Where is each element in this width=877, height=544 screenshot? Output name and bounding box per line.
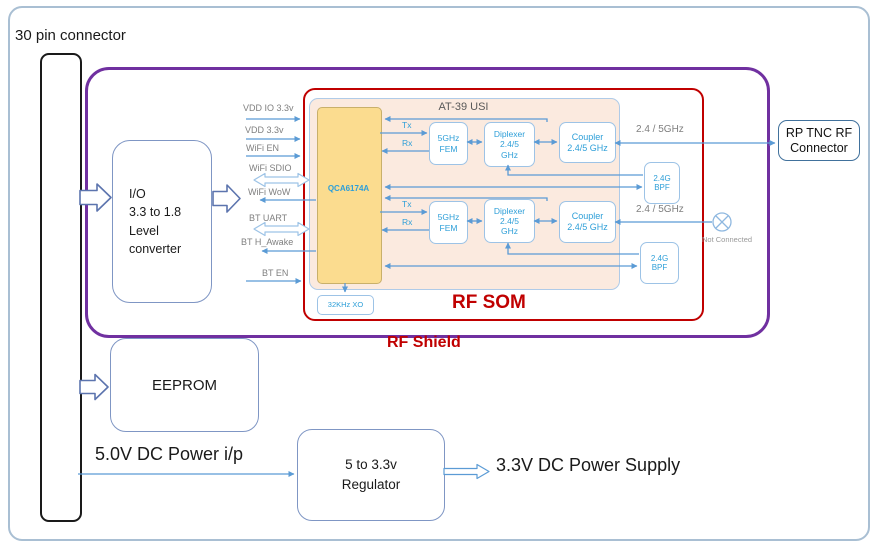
page-border [8,6,870,541]
diplexer-line: 2.4/5 [500,139,519,150]
power-input-label: 5.0V DC Power i/p [95,444,244,464]
diplexer-block-chain1: Diplexer 2.4/5 GHz [484,122,535,167]
coupler-block-chain1: Coupler 2.4/5 GHz [559,122,616,163]
tnc-line: RP TNC RF [785,125,853,140]
rf-shield-label: RF Shield [387,334,461,351]
signal-label-bt-hawake: BT H_Awake [241,237,294,247]
qca6174a-chip [317,107,382,284]
at39-usi-title: AT-39 USI [438,101,489,113]
coupler-line: Coupler [571,211,604,222]
rf-out-label-chain1: 2.4 / 5GHz [636,124,684,135]
converter-line: 3.3 to 1.8 [129,205,182,220]
eeprom-label: EEPROM [151,376,217,394]
signal-label-wifi-sdio: WiFi SDIO [249,163,292,173]
signal-label-wifi-en: WiFi EN [246,143,279,153]
fem-line: FEM [439,143,458,154]
signal-label-vdd: VDD 3.3v [245,125,284,135]
fem-block-chain2: 5GHz FEM [429,201,468,244]
xo-label: 32KHz XO [327,299,364,309]
not-connected-label: Not Connected [702,235,753,244]
converter-line: I/O [129,187,146,202]
io-level-converter: I/O 3.3 to 1.8 Level converter [112,140,212,303]
rx-label-chain1: Rx [402,138,413,148]
pin-connector-bar [40,53,82,522]
diplexer-line: 2.4/5 [500,215,519,226]
rf-som-label: RF SOM [452,292,526,313]
tx-label-chain2: Tx [402,199,412,209]
signal-label-bt-en: BT EN [262,268,289,278]
coupler-line: 2.4/5 GHz [567,222,608,232]
bpf-line: 2.4G [653,173,671,183]
eeprom-block: EEPROM [110,338,259,432]
bpf-line: BPF [651,263,668,272]
signal-label-vdd-io: VDD IO 3.3v [243,103,294,113]
qca6174a-label: QCA6174A [327,184,370,193]
bpf-line: BPF [654,183,670,192]
regulator-block: 5 to 3.3v Regulator [297,429,445,521]
xo-block: 32KHz XO [317,295,374,315]
tx-label-chain1: Tx [402,120,412,130]
pin-connector-label: 30 pin connector [15,27,126,44]
rf-som-boundary [303,88,704,321]
coupler-line: Coupler [571,131,604,142]
converter-line: Level [129,223,159,238]
diplexer-line: Diplexer [493,205,526,216]
fem-block-chain1: 5GHz FEM [429,122,468,165]
bpf-block-chain2: 2.4G BPF [640,242,679,284]
diplexer-line: Diplexer [493,129,526,140]
diplexer-block-chain2: Diplexer 2.4/5 GHz [484,199,535,243]
signal-label-bt-uart: BT UART [249,213,288,223]
diplexer-line: GHz [501,149,518,160]
rp-tnc-rf-connector: RP TNC RF Connector [778,120,860,161]
fem-line: 5GHz [437,212,460,223]
signal-label-wifi-wow: WiFi WoW [248,187,291,197]
rf-out-label-chain2: 2.4 / 5GHz [636,204,684,215]
fem-line: FEM [439,222,458,233]
fem-line: 5GHz [437,133,460,144]
bpf-line: 2.4G [650,253,669,263]
bpf-block-chain1: 2.4G BPF [644,162,680,204]
regulator-line: 5 to 3.3v [345,456,397,472]
rx-label-chain2: Rx [402,217,413,227]
power-output-label: 3.3V DC Power Supply [496,455,681,475]
tnc-line: Connector [790,140,848,155]
converter-line: converter [129,241,182,256]
coupler-line: 2.4/5 GHz [567,142,608,153]
coupler-block-chain2: Coupler 2.4/5 GHz [559,201,616,243]
regulator-line: Regulator [341,477,401,492]
diplexer-line: GHz [501,226,518,236]
